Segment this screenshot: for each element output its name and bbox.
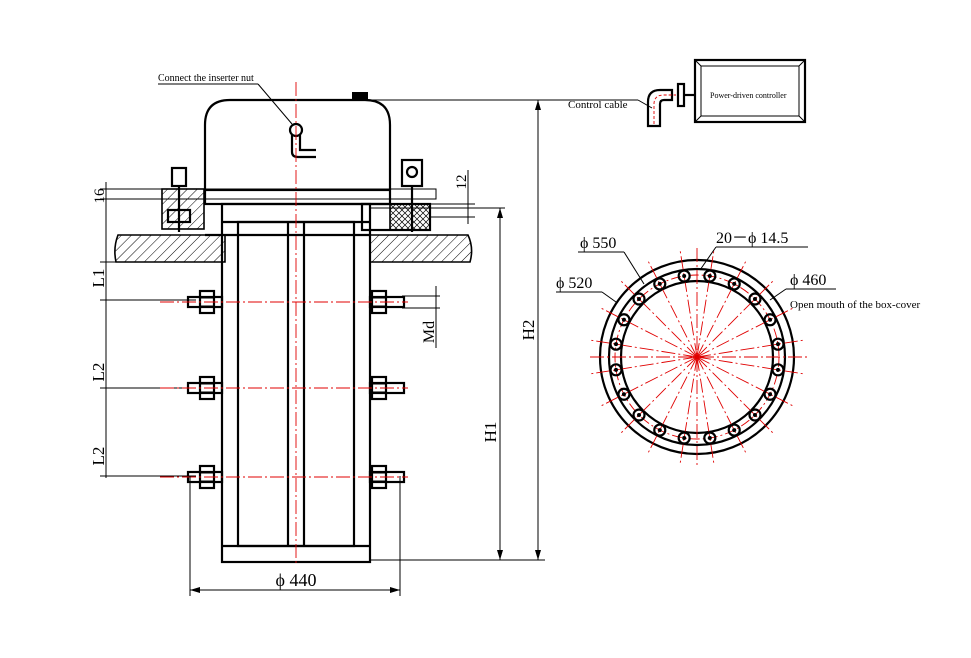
phi460-label: ϕ 460 (790, 272, 826, 289)
center-ray (696, 356, 747, 454)
center-ray (620, 356, 698, 434)
phi550-label: ϕ 550 (580, 235, 616, 252)
bolt-hole (617, 387, 631, 401)
base-plate-right (369, 234, 473, 263)
left-flange-bolt (166, 166, 192, 232)
center-ray (600, 356, 698, 407)
bolt-hole-center (752, 297, 757, 302)
center-ray (600, 307, 698, 358)
bolt-hole-center (614, 367, 619, 372)
center-rays (590, 250, 804, 464)
bolt-hole (763, 387, 777, 401)
cover-knob (352, 92, 368, 100)
dim-l2b-label: L2 (89, 447, 108, 466)
bolt-hole (653, 277, 667, 291)
bolt-holes (609, 269, 785, 445)
bolt-hole (677, 431, 691, 445)
center-ray (696, 250, 715, 358)
controller-label: Power-driven controller (710, 91, 787, 100)
bolt-hole (703, 431, 717, 445)
center-ray (696, 260, 747, 358)
bolt-hole-center (768, 392, 773, 397)
center-ray (696, 307, 794, 358)
dim-16-label: 16 (92, 188, 108, 204)
bolt-hole (727, 423, 741, 437)
center-ray (696, 356, 715, 464)
bolt-hole (771, 363, 785, 377)
bolt-hole (617, 313, 631, 327)
bolt-hole (677, 269, 691, 283)
dim-h1-label: H1 (481, 422, 500, 443)
bolt-hole (703, 269, 717, 283)
center-ray (696, 280, 774, 358)
center-ray (696, 356, 804, 375)
center-ray (696, 356, 794, 407)
open-mouth-label: Open mouth of the box-cover (790, 299, 920, 311)
bolt-hole (632, 292, 646, 306)
bolt-hole-center (637, 297, 642, 302)
center-ray (679, 250, 698, 358)
dome-cover (203, 98, 392, 190)
bolt-hole-center (732, 281, 737, 286)
controller-box (693, 58, 807, 124)
bolt-hole-center (614, 342, 619, 347)
bolt-hole-center (707, 435, 712, 440)
top-flange (203, 188, 392, 206)
bolt-hole-center (775, 342, 780, 347)
dim-12-label: 12 (454, 175, 470, 190)
center-ray (647, 260, 698, 358)
control-cable (646, 88, 674, 128)
control-cable-label: Control cable (568, 99, 628, 111)
bolt-hole (748, 408, 762, 422)
dim-md-label: Md (421, 321, 438, 343)
center-ray (620, 280, 698, 358)
bolt-hole (609, 363, 623, 377)
holes-label: 20－ϕ 14.5 (716, 230, 788, 247)
connect-nut-label: Connect the inserter nut (158, 73, 254, 84)
bolt-hole-center (682, 435, 687, 440)
bolt-hole (632, 408, 646, 422)
bolt-hole-center (682, 274, 687, 279)
bolt-hole-center (775, 367, 780, 372)
center-ray (647, 356, 698, 454)
bolt-hole-center (768, 317, 773, 322)
bolt-hole-center (621, 317, 626, 322)
bolt-hole (727, 277, 741, 291)
bolt-hole-center (752, 412, 757, 417)
center-ray (590, 339, 698, 358)
bolt-hole (609, 337, 623, 351)
controller-assembly: Control cable Power-driven controller (538, 58, 807, 128)
dimensions (100, 83, 545, 596)
center-ray (590, 356, 698, 375)
bolt-hole-center (707, 274, 712, 279)
center-ray (696, 339, 804, 358)
phi520-label: ϕ 520 (556, 275, 592, 292)
base-plate-left (114, 234, 226, 263)
bolt-hole-center (732, 428, 737, 433)
flange-top-view: ϕ 550 ϕ 520 20－ϕ 14.5 ϕ 460 Open mouth o… (556, 230, 920, 468)
center-ray (679, 356, 698, 464)
phi440-label: ϕ 440 (276, 570, 317, 590)
dim-l2a-label: L2 (89, 363, 108, 382)
bolt-hole-center (657, 281, 662, 286)
inserter-nut (288, 122, 316, 159)
bolt-hole (748, 292, 762, 306)
bolt-hole-center (621, 392, 626, 397)
right-flange-bolt (400, 158, 424, 232)
bolt-hole-center (637, 412, 642, 417)
dim-h2-label: H2 (519, 320, 538, 341)
bolt-hole-center (657, 428, 662, 433)
center-ray (696, 356, 774, 434)
dim-l1-label: L1 (89, 269, 108, 288)
bolt-hole (653, 423, 667, 437)
bolt-hole (771, 337, 785, 351)
bolt-hole (763, 313, 777, 327)
side-view: Connect the inserter nut 16 12 L1 L2 L2 … (89, 73, 545, 596)
